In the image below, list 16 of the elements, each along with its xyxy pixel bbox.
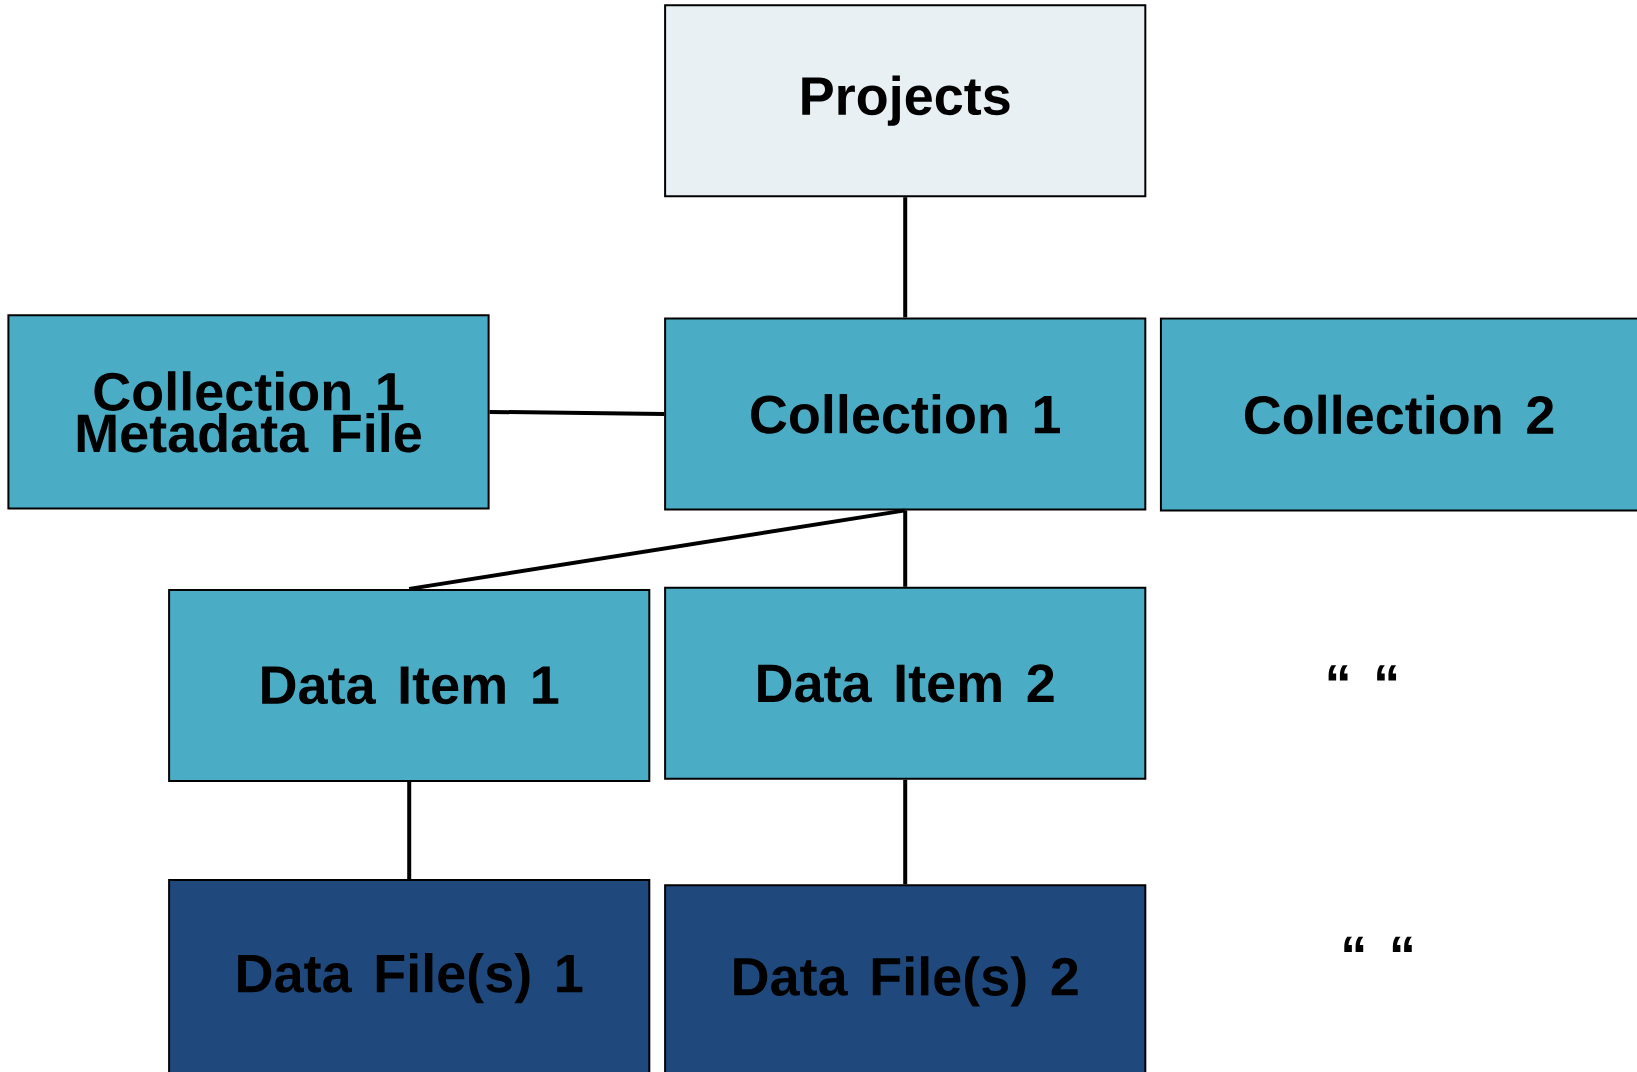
- box: Data File(s) 1: [168, 879, 651, 1072]
- connector-line: [407, 781, 412, 880]
- box: Data Item 1: [168, 588, 651, 782]
- box: Data File(s) 2: [664, 884, 1147, 1072]
- connector-line: [903, 510, 908, 587]
- box: Projects: [664, 4, 1147, 198]
- box: Collection 2: [1159, 317, 1637, 512]
- connector-line: [408, 508, 906, 591]
- box: Data Item 2: [664, 586, 1147, 780]
- connector-line: [903, 197, 908, 318]
- ditto-mark: “ “: [1344, 936, 1412, 952]
- box: Collection 1: [664, 317, 1147, 511]
- ditto-mark: “ “: [1328, 665, 1397, 681]
- box: Collection 1 Metadata File: [7, 314, 490, 510]
- connector-line: [489, 409, 665, 416]
- connector-line: [903, 779, 908, 885]
